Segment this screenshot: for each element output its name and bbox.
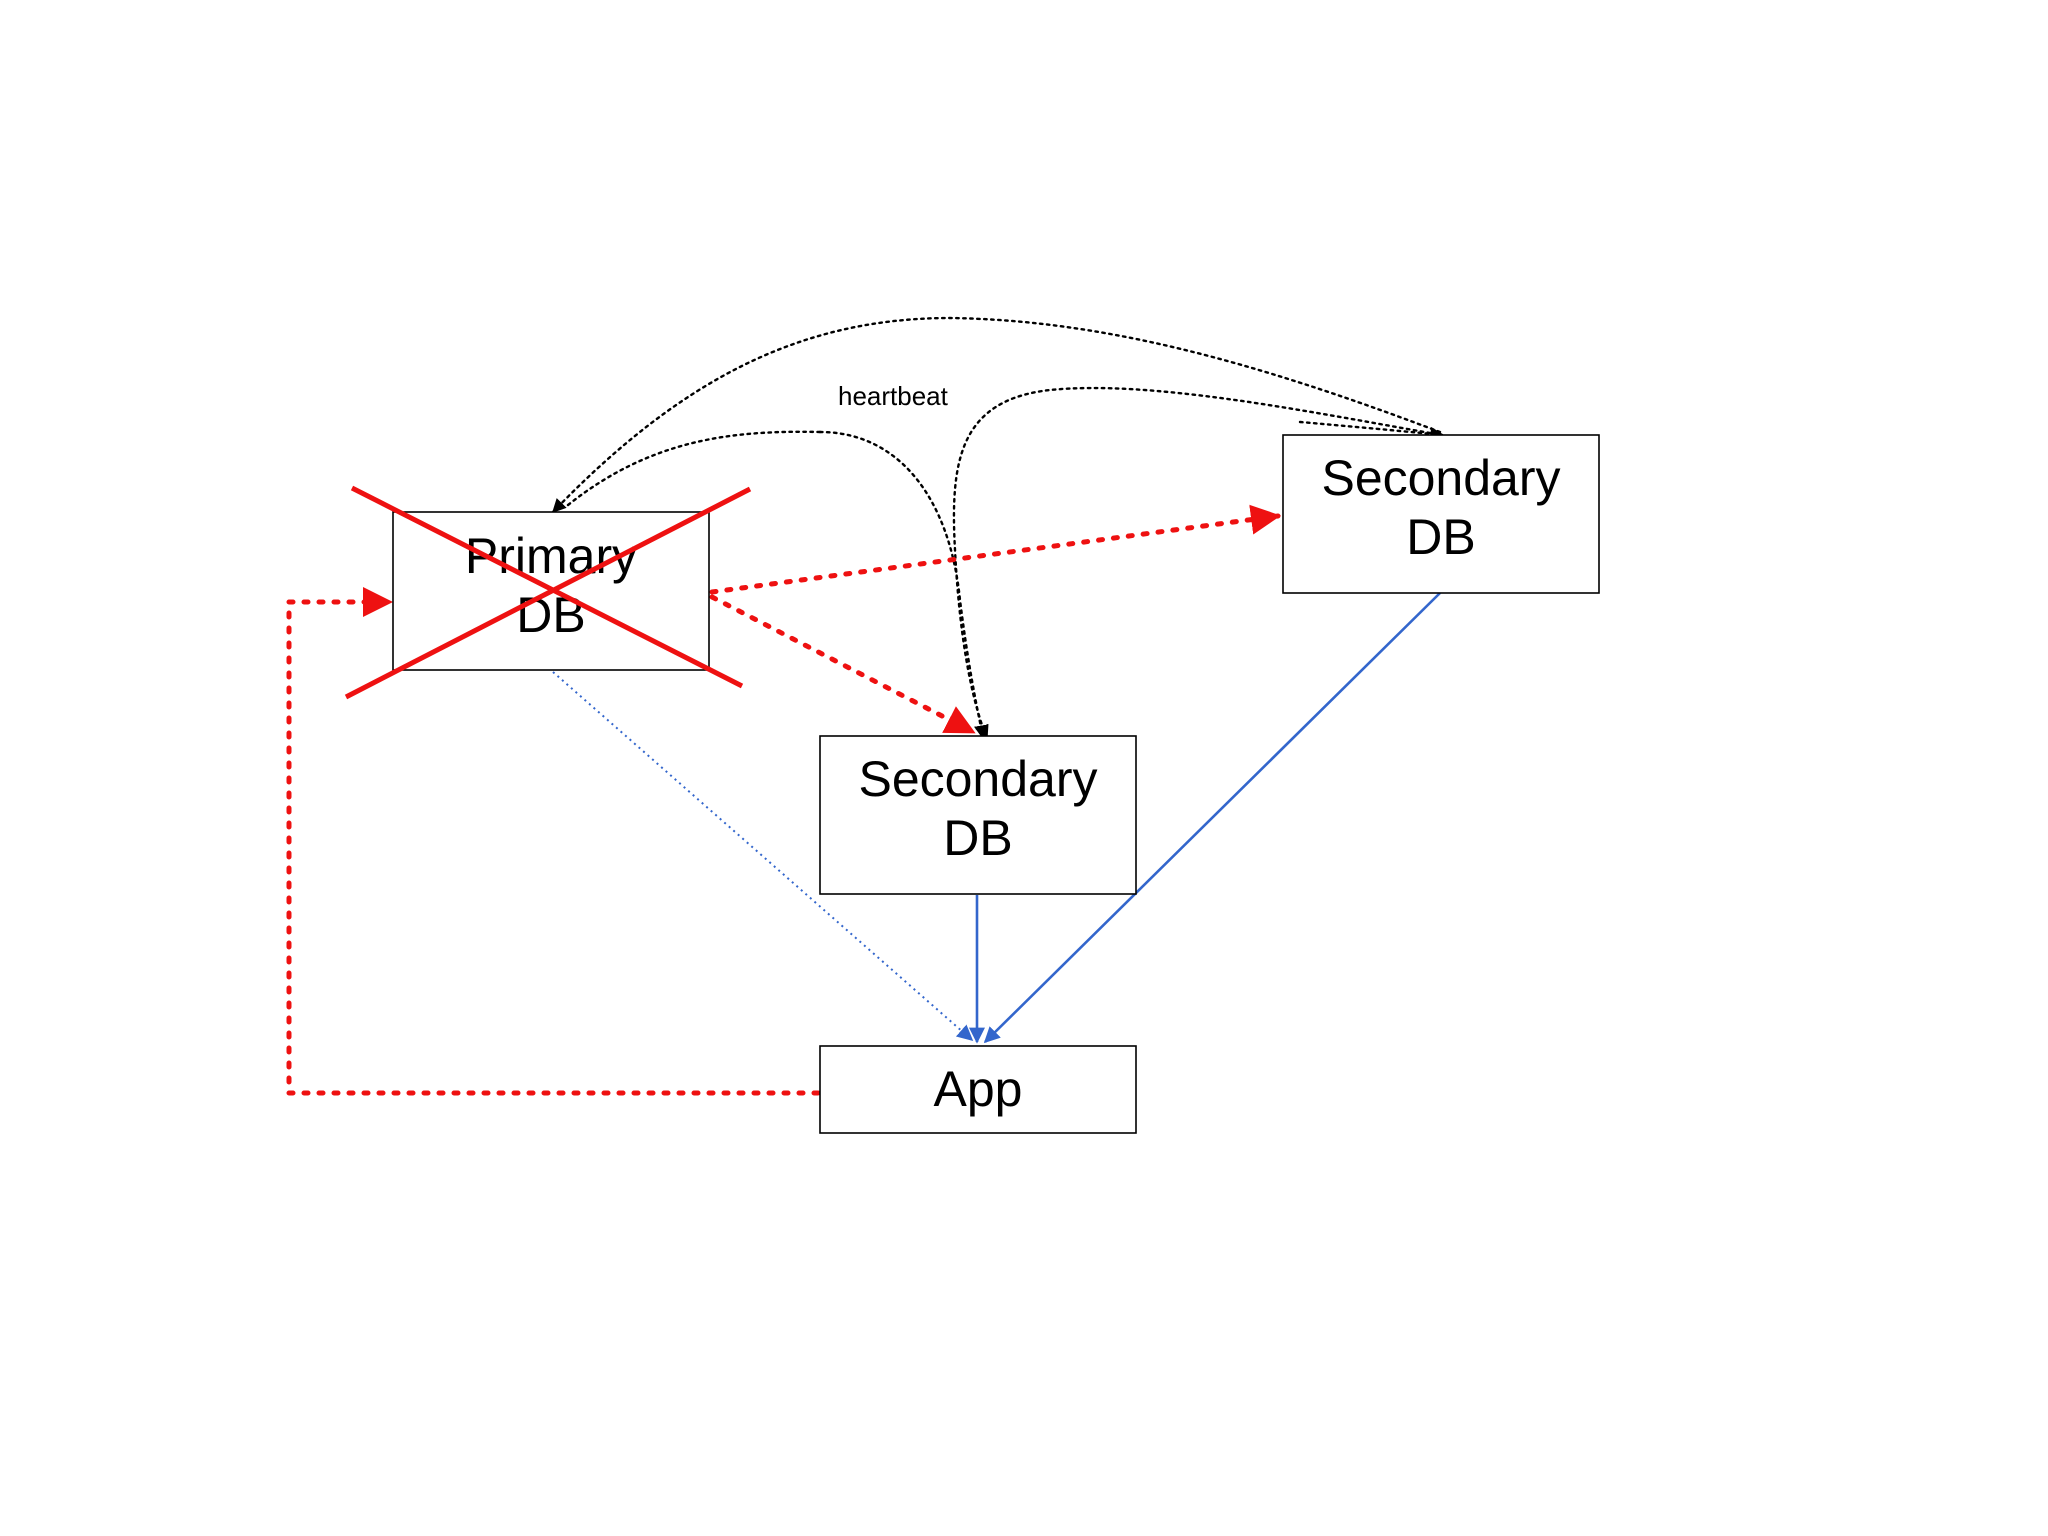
heartbeat-edge-right-to-center: [952, 386, 1432, 740]
heartbeat-edge-to-right-end: [1298, 420, 1445, 441]
failover-edge-app-to-primary: [286, 587, 821, 1096]
node-app[interactable]: App: [819, 1045, 1137, 1134]
failover-edges: [286, 504, 1281, 1096]
node-secondary-db-right[interactable]: Secondary DB: [1282, 434, 1600, 594]
secondary-db-center-box: [819, 735, 1137, 895]
failover-edge-primary-to-right: [709, 504, 1281, 595]
read-edge-right-to-app: [983, 592, 1441, 1044]
red-x-icon: [344, 485, 752, 700]
heartbeat-edge-primary-to-center: [818, 430, 988, 740]
read-path-edges: [552, 592, 1441, 1044]
secondary-db-center-label-line1: Secondary: [858, 751, 1097, 807]
secondary-db-right-label-line1: Secondary: [1321, 450, 1560, 506]
heartbeat-edges: [551, 316, 1445, 740]
heartbeat-edge-right-to-primary: [551, 316, 1442, 514]
secondary-db-right-box: [1282, 434, 1600, 594]
app-label: App: [934, 1061, 1023, 1117]
secondary-db-right-label-line2: DB: [1406, 509, 1475, 565]
secondary-db-center-label-line2: DB: [943, 810, 1012, 866]
node-secondary-db-center[interactable]: Secondary DB: [819, 735, 1137, 895]
node-primary-db[interactable]: Primary DB: [344, 485, 752, 700]
heartbeat-edge-primary-to-right-visible: [566, 430, 822, 507]
heartbeat-label: heartbeat: [838, 381, 949, 411]
app-box: [819, 1045, 1137, 1134]
failover-edge-primary-to-center: [709, 594, 976, 735]
primary-db-label-line2: DB: [516, 587, 585, 643]
primary-db-label-line1: Primary: [465, 528, 637, 584]
